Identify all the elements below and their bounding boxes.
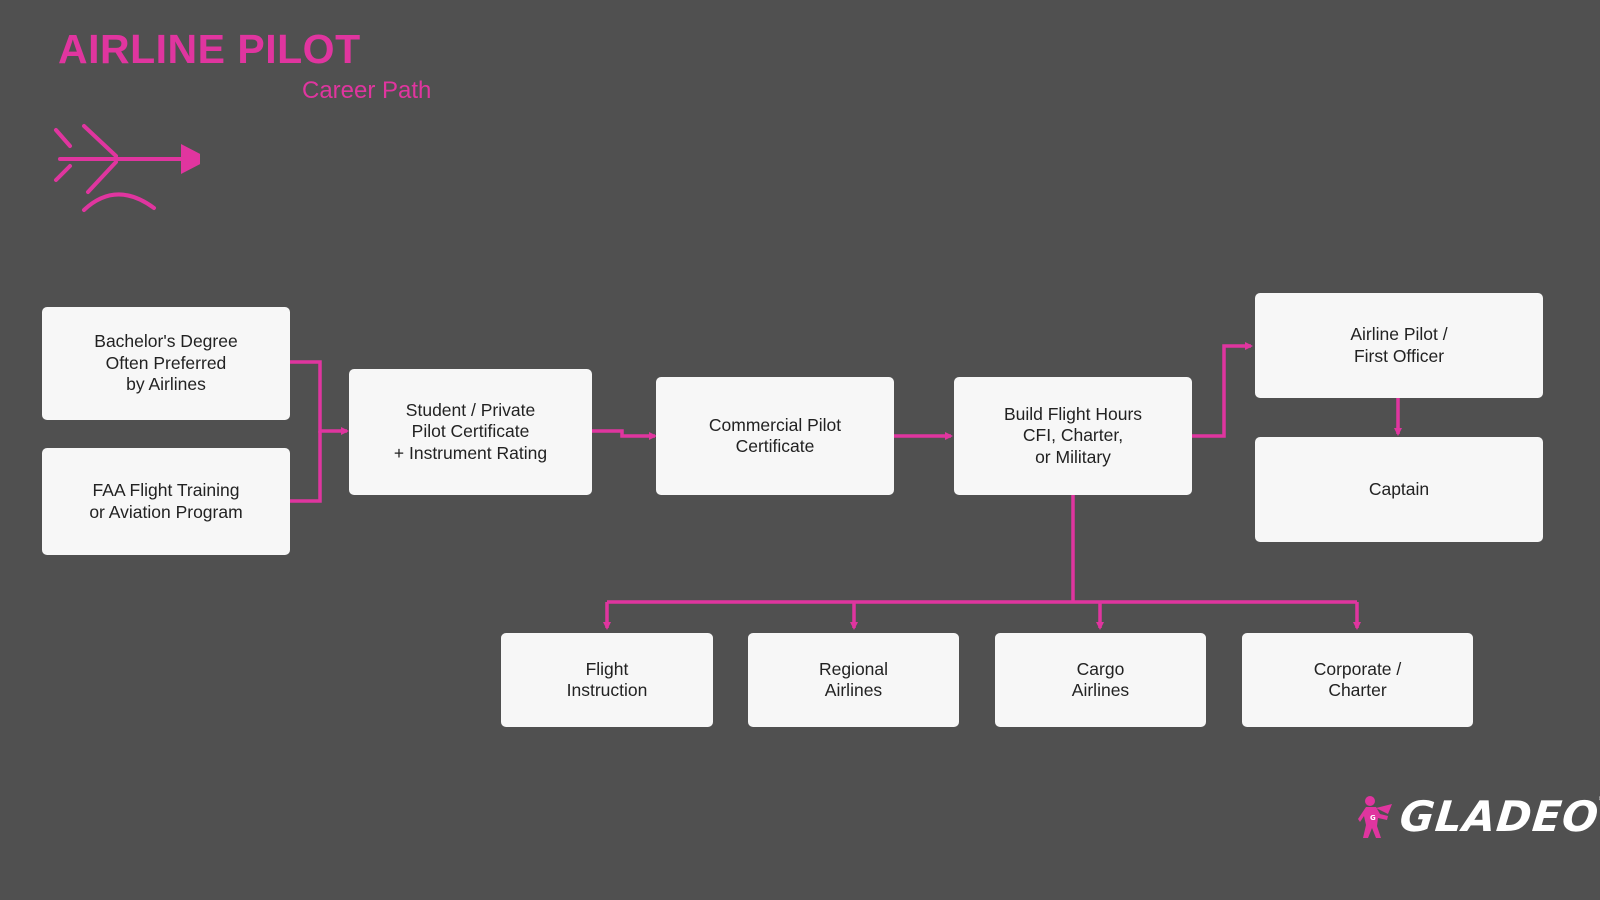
node-flight-instruction: Flight Instruction xyxy=(501,633,713,727)
node-cargo-airlines: Cargo Airlines xyxy=(995,633,1206,727)
connector-hours-to-first-officer xyxy=(1192,342,1253,438)
node-first-officer: Airline Pilot / First Officer xyxy=(1255,293,1543,398)
connector-faa-to-student xyxy=(290,431,322,503)
node-commercial-pilot-certificate: Commercial Pilot Certificate xyxy=(656,377,894,495)
node-captain: Captain xyxy=(1255,437,1543,542)
node-regional-airlines: Regional Airlines xyxy=(748,633,959,727)
node-student-private-certificate: Student / Private Pilot Certificate + In… xyxy=(349,369,592,495)
node-corporate-charter: Corporate / Charter xyxy=(1242,633,1473,727)
superhero-mascot-icon: G xyxy=(1358,795,1392,838)
svg-text:G: G xyxy=(1370,814,1376,822)
node-build-flight-hours: Build Flight Hours CFI, Charter, or Mili… xyxy=(954,377,1192,495)
connector-bachelors-to-student xyxy=(290,360,349,435)
node-faa-flight-training: FAA Flight Training or Aviation Program xyxy=(42,448,290,555)
logo-wordmark: GLADEO xyxy=(1397,792,1600,841)
page-subtitle: Career Path xyxy=(302,77,432,104)
page-title: AIRLINE PILOT xyxy=(58,26,361,72)
node-bachelors-degree: Bachelor's Degree Often Preferred by Air… xyxy=(42,307,290,420)
connector-student-to-commercial xyxy=(592,429,657,440)
gladeo-logo: G GLADEO ® xyxy=(1358,792,1600,841)
pilot-wings-icon xyxy=(54,124,200,212)
